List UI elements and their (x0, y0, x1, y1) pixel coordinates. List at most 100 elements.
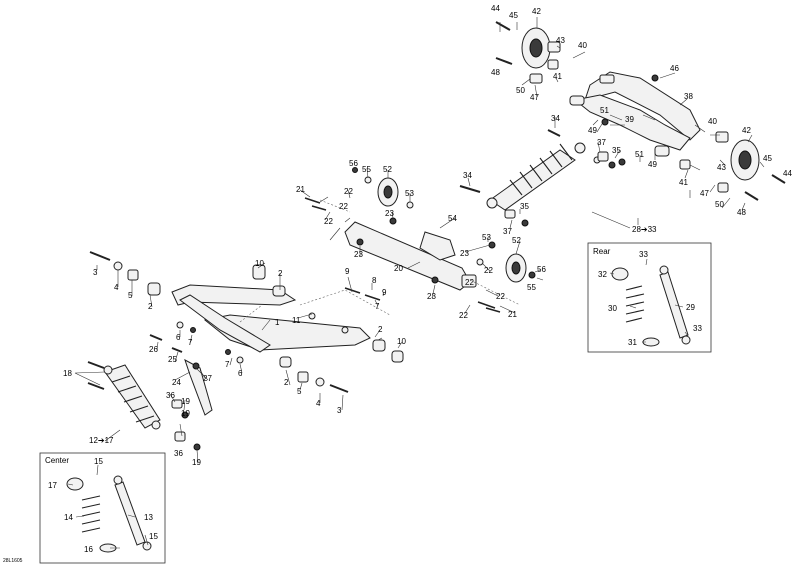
callout-44: 44 (491, 4, 500, 13)
callout-35: 35 (612, 146, 621, 155)
rear-idler-wheel-upper (521, 27, 551, 69)
center-idler-wheel-upper (377, 177, 399, 207)
center-shock-inset: Center (39, 452, 166, 564)
drawing-code: 28L1605 (3, 558, 23, 564)
callout-34: 34 (551, 114, 560, 123)
callout-42: 42 (742, 126, 751, 135)
callout-18: 18 (63, 369, 72, 378)
center-idler-wheel-lower (505, 253, 527, 283)
callout-30: 30 (608, 304, 617, 313)
callout-29: 29 (686, 303, 695, 312)
callout-4: 4 (316, 399, 321, 408)
callout-7: 7 (188, 338, 193, 347)
callout-44: 44 (783, 169, 792, 178)
callout-43: 43 (717, 163, 726, 172)
callout-43: 43 (556, 36, 565, 45)
callout-51: 51 (600, 106, 609, 115)
callout-15: 15 (149, 532, 158, 541)
callout-55: 55 (527, 283, 536, 292)
callout-48: 48 (491, 68, 500, 77)
callout-22: 22 (484, 266, 493, 275)
callout-31: 31 (628, 338, 637, 347)
callout-34: 34 (463, 171, 472, 180)
callout-41: 41 (553, 72, 562, 81)
callout-19: 19 (181, 397, 190, 406)
callout-20: 20 (394, 264, 403, 273)
callout-3: 3 (337, 406, 342, 415)
callout-47: 47 (700, 189, 709, 198)
front-shock (103, 364, 161, 430)
cross-shaft-hardware (304, 167, 536, 313)
callout-56: 56 (349, 159, 358, 168)
front-arm-assembly (147, 264, 404, 368)
callout-13: 13 (144, 513, 153, 522)
callout-45: 45 (509, 11, 518, 20)
callout-23: 23 (427, 292, 436, 301)
callout-27: 27 (203, 374, 212, 383)
callout-19: 19 (192, 458, 201, 467)
callout-39: 39 (625, 115, 634, 124)
callout-51: 51 (635, 150, 644, 159)
callout-22: 22 (344, 187, 353, 196)
callout-28-33: 28➔33 (632, 225, 657, 234)
callout-7-lower: 7 (225, 360, 230, 369)
callout-4: 4 (114, 283, 119, 292)
callout-8: 8 (372, 276, 377, 285)
callout-49: 49 (648, 160, 657, 169)
callout-22: 22 (496, 292, 505, 301)
callout-9: 9 (382, 288, 387, 297)
callout-33: 33 (639, 250, 648, 259)
callout-9: 9 (345, 267, 350, 276)
callout-37: 37 (597, 138, 606, 147)
callout-21: 21 (296, 185, 305, 194)
callout-3: 3 (93, 268, 98, 277)
callout-2: 2 (378, 325, 383, 334)
callout-46: 46 (670, 64, 679, 73)
callout-48: 48 (737, 208, 746, 217)
callout-numbers: 44 45 42 43 40 48 41 50 47 46 38 51 39 4… (48, 4, 792, 554)
callout-23: 23 (354, 250, 363, 259)
callout-1: 1 (275, 318, 280, 327)
callout-56: 56 (537, 265, 546, 274)
callout-54: 54 (448, 214, 457, 223)
callout-5: 5 (128, 291, 133, 300)
callout-55: 55 (362, 165, 371, 174)
callout-23: 23 (460, 249, 469, 258)
callout-53: 53 (405, 189, 414, 198)
callout-36: 36 (174, 449, 183, 458)
callout-35: 35 (520, 202, 529, 211)
callout-17: 17 (48, 481, 57, 490)
callout-10: 10 (397, 337, 406, 346)
callout-53: 53 (482, 233, 491, 242)
callout-40: 40 (708, 117, 717, 126)
callout-22: 22 (465, 278, 474, 287)
callout-37: 37 (503, 227, 512, 236)
callout-24: 24 (172, 378, 181, 387)
callout-26: 26 (149, 345, 158, 354)
callout-22: 22 (459, 311, 468, 320)
callout-6: 6 (238, 369, 243, 378)
callout-52: 52 (383, 165, 392, 174)
callout-5: 5 (297, 387, 302, 396)
callout-42: 42 (532, 7, 541, 16)
callout-25: 25 (168, 355, 177, 364)
callout-49: 49 (588, 126, 597, 135)
rear-inset-title: Rear (593, 247, 611, 256)
callout-33: 33 (693, 324, 702, 333)
callout-11: 11 (292, 316, 301, 325)
callout-6: 6 (176, 333, 181, 342)
callout-leader-lines (67, 17, 765, 549)
callout-12-17: 12➔17 (89, 436, 114, 445)
cross-shaft (344, 221, 477, 291)
assembly-guide-lines (239, 199, 521, 323)
callout-32: 32 (598, 270, 607, 279)
callout-50: 50 (715, 200, 724, 209)
callout-41: 41 (679, 178, 688, 187)
callout-47: 47 (530, 93, 539, 102)
callout-36: 36 (166, 391, 175, 400)
callout-15: 15 (94, 457, 103, 466)
callout-23: 23 (385, 209, 394, 218)
center-shock-hardware (459, 129, 616, 227)
callout-21: 21 (508, 310, 517, 319)
